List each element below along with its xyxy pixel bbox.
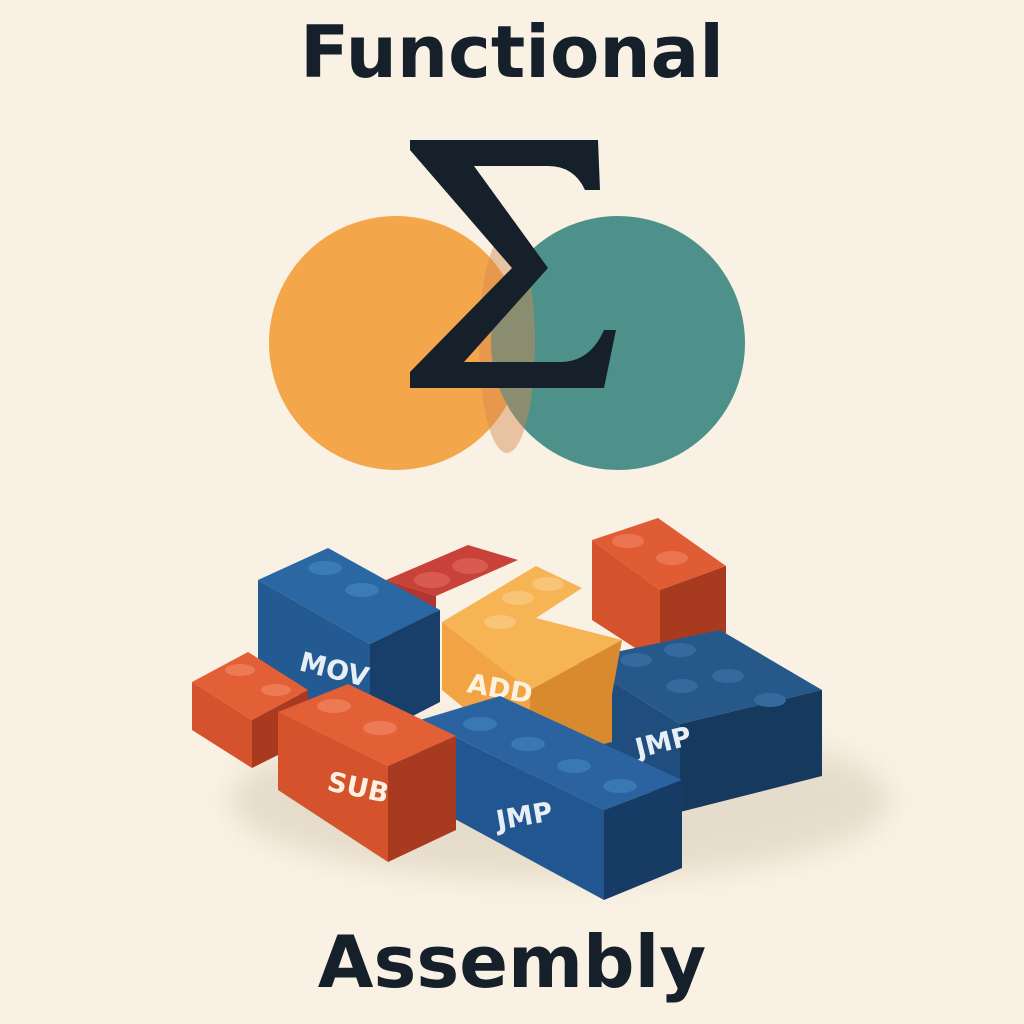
title-assembly: Assembly — [317, 920, 707, 1004]
brick-jmp-bottom: JMP — [420, 696, 682, 900]
venn-circles — [269, 216, 745, 470]
orange-circle — [269, 216, 523, 470]
sigma-icon — [410, 140, 616, 388]
brick-sub: SUB — [278, 684, 456, 862]
title-functional: Functional — [300, 10, 724, 94]
teal-circle — [491, 216, 745, 470]
brick-red-small — [192, 652, 308, 768]
brick-jmp-right: JMP — [578, 630, 822, 812]
